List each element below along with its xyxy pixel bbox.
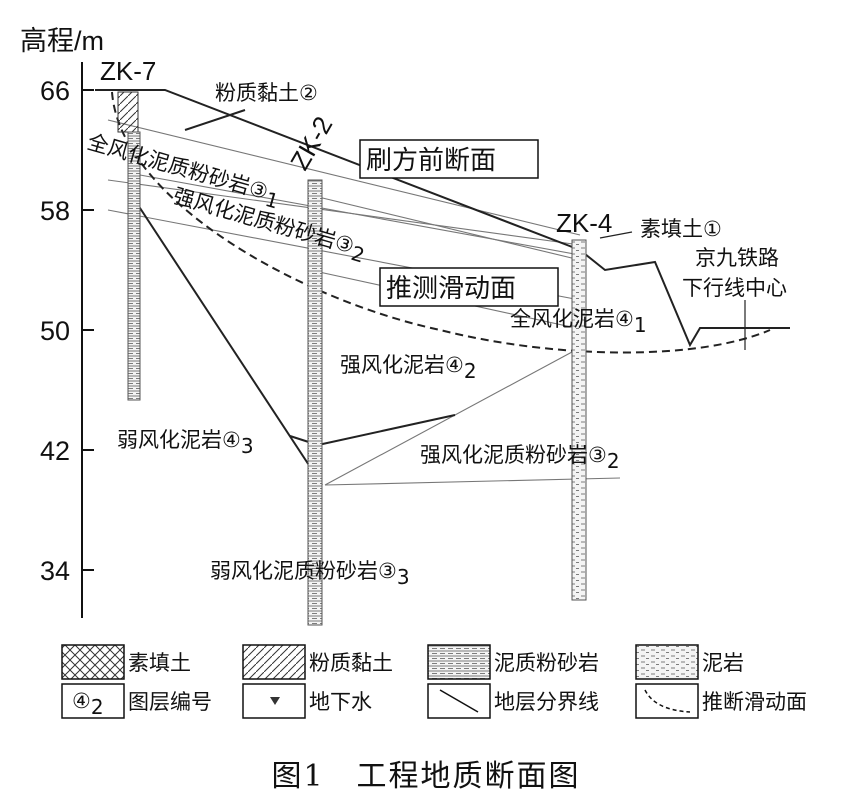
- legend: 素填土 粉质黏土 泥质粉砂岩 泥岩 ④2 图层编号 地下水 地层分界线: [61, 644, 807, 719]
- y-axis-title: 高程/m: [20, 26, 104, 56]
- borehole-zk2: ZK-2: [284, 111, 338, 626]
- legend-item-boundary: 地层分界线: [427, 683, 599, 719]
- y-tick-label: 50: [40, 316, 70, 346]
- legend-swatch: [635, 683, 699, 719]
- legend-label: 地层分界线: [494, 690, 599, 714]
- layer-label: 强风化泥岩④2: [340, 353, 477, 383]
- legend-item-silty-clay: 粉质黏土: [242, 644, 393, 680]
- borehole-column: [307, 179, 323, 626]
- legend-item-inferred-slip: 推断滑动面: [635, 683, 807, 719]
- borehole-zk4: ZK-4: [556, 208, 612, 601]
- legend-item-layer-no: ④2 图层编号: [61, 683, 212, 719]
- borehole-column: [571, 239, 587, 601]
- label-slip-surface: 推测滑动面: [379, 267, 559, 307]
- inferred-slip-surface: [111, 91, 771, 354]
- legend-label: 图层编号: [128, 690, 212, 714]
- legend-swatch: [61, 683, 125, 719]
- railway-label: 京九铁路: [695, 246, 779, 270]
- stratum-boundary-line: [324, 477, 621, 486]
- label-before-cut: 刷方前断面: [359, 139, 539, 179]
- groundwater-icon: [270, 697, 280, 705]
- stratum-boundary-bold: [137, 204, 323, 486]
- legend-item-mudstone: 泥岩: [635, 644, 744, 680]
- figure-caption: 图1 工程地质断面图: [271, 759, 580, 794]
- y-axis: 高程/m 66 58 50 42 34: [20, 26, 104, 618]
- layer-label: 弱风化泥岩④3: [117, 428, 254, 458]
- layer-label: 全风化泥岩④1: [510, 307, 647, 337]
- y-tick-label: 42: [40, 436, 70, 466]
- borehole-column: [127, 131, 141, 401]
- railway-label: 下行线中心: [682, 276, 787, 300]
- y-tick-label: 34: [40, 556, 70, 586]
- legend-swatch: [635, 644, 699, 680]
- layer-label: 素填土①: [640, 217, 722, 241]
- borehole-label: ZK-2: [284, 111, 338, 175]
- legend-label: 粉质黏土: [309, 651, 393, 675]
- legend-label: 素填土: [128, 651, 191, 675]
- slip-surface-text: 推测滑动面: [386, 274, 516, 304]
- main-boundaries: [95, 89, 790, 486]
- borehole-zk7: ZK-7: [100, 56, 156, 401]
- legend-label: 泥岩: [702, 651, 744, 675]
- borehole-label: ZK-7: [100, 56, 156, 86]
- slip-line-icon: [644, 689, 691, 713]
- ground-surface-current: [579, 249, 790, 348]
- legend-swatch: [61, 644, 125, 680]
- leader-line: [599, 231, 633, 239]
- legend-item-fill: 素填土: [61, 644, 191, 680]
- layer-label: 强风化泥质粉砂岩③2: [420, 443, 620, 473]
- legend-item-siltstone: 泥质粉砂岩: [427, 644, 599, 680]
- legend-item-groundwater: 地下水: [242, 683, 372, 719]
- stratum-boundary-line: [309, 194, 581, 261]
- stratum-boundary-line: [139, 174, 581, 256]
- stratum-boundary-line: [107, 119, 581, 236]
- borehole-label: ZK-4: [556, 208, 612, 238]
- layer-label: 粉质黏土②: [215, 81, 318, 105]
- y-tick-label: 58: [40, 196, 70, 226]
- layer-no-symbol: ④2: [72, 689, 104, 719]
- boundary-line-icon: [439, 689, 479, 713]
- legend-label: 泥质粉砂岩: [494, 651, 599, 675]
- legend-label: 地下水: [309, 690, 372, 714]
- layer-label: 弱风化泥质粉砂岩③3: [210, 559, 410, 589]
- legend-swatch: [242, 644, 306, 680]
- borehole-column: [117, 91, 139, 133]
- stratum-boundary-bold: [317, 414, 456, 446]
- legend-label: 推断滑动面: [702, 690, 807, 714]
- y-tick-label: 66: [40, 76, 70, 106]
- legend-swatch: [427, 644, 491, 680]
- ground-surface-before-cut: [95, 89, 581, 251]
- before-cut-text: 刷方前断面: [366, 146, 496, 176]
- leader-line: [184, 109, 246, 131]
